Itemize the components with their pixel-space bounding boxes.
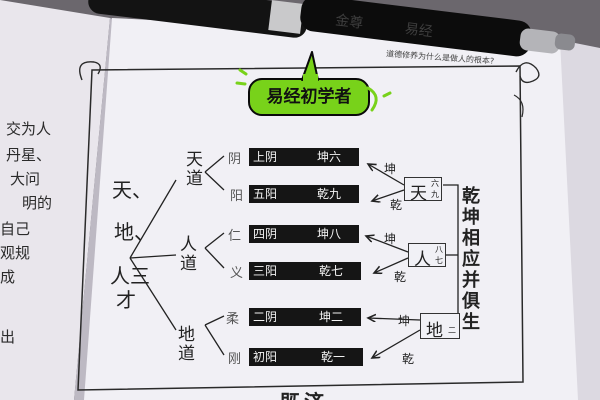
line-block-shangyin: 上阴 坤六 [249,148,359,166]
block-right: 坤六 [316,150,341,164]
sub-label: 义 [230,266,244,281]
side-char: 坤 [462,207,480,228]
group-tiandao: 天道 [186,150,203,189]
sub-label: 阳 [230,189,244,204]
sub-label: 阴 [228,152,242,167]
arrow-label: 乾 [394,270,407,284]
block-right: 乾七 [318,264,343,278]
block-left: 三阳 [253,264,278,278]
line-block-siyin: 四阴 坤八 [249,225,359,243]
source-box-tian: 天 六 九 [404,177,442,204]
left-page-line: 成 [0,268,16,286]
source-char: 人 [414,250,431,270]
side-char: 生 [462,312,480,333]
arrow-label: 乾 [390,198,403,212]
line-block-wuyang: 五阳 乾九 [249,185,359,203]
left-page-line: 交为人 [6,120,52,138]
right-page [84,18,600,400]
group-didao: 地道 [178,325,195,364]
arrow-label: 坤 [384,232,397,246]
pen: 金尊 易经 [88,0,576,57]
line-block-chuyang: 初阳 乾一 [249,348,363,366]
source-box-ren: 人 八 七 [408,243,446,270]
side-char: 相 [462,228,480,249]
block-right: 坤八 [316,227,341,241]
line-block-sanyang: 三阳 乾七 [249,262,361,280]
arrow-label: 坤 [398,314,411,328]
root-char: 人三 [110,264,150,288]
left-page-line: 丹星、 [6,146,52,164]
left-page-line: 观规 [0,244,31,262]
arrow-label: 坤 [384,162,397,176]
source-small: 六 [431,179,439,188]
root-char: 天、 [112,178,152,202]
side-char: 并 [462,270,480,291]
sub-label: 柔 [226,312,240,327]
side-char: 俱 [462,291,480,312]
source-box-di: 地 二 [420,313,460,341]
block-left: 上阴 [253,150,278,164]
root-char: 才 [116,288,136,312]
block-right: 坤二 [318,310,343,324]
footer-heading: 既济 [280,386,328,400]
source-char: 天 [410,184,427,204]
source-small: 二 [448,326,456,335]
source-small: 九 [431,190,439,199]
block-right: 乾九 [316,187,341,201]
group-rendao: 人道 [180,235,197,274]
arrow-label: 乾 [402,352,415,366]
root-char: 地、 [114,220,154,244]
left-page-line: 出 [0,328,16,346]
sub-label: 刚 [228,352,242,367]
left-page-line: 自己 [0,220,31,238]
side-label: 乾 坤 相 应 并 俱 生 [462,186,480,333]
source-small: 八 [435,245,443,254]
source-char: 地 [426,321,443,341]
left-page-line: 明的 [22,194,53,212]
block-left: 四阴 [253,227,278,241]
side-char: 应 [462,249,480,270]
source-small: 七 [435,256,443,265]
side-char: 乾 [462,186,480,207]
block-left: 五阳 [253,187,278,201]
block-left: 二阴 [253,310,278,324]
line-block-eryin: 二阴 坤二 [249,308,361,326]
block-right: 乾一 [320,350,345,364]
block-left: 初阳 [253,350,278,364]
sub-label: 仁 [228,229,242,244]
left-page-line: 大问 [10,170,41,188]
